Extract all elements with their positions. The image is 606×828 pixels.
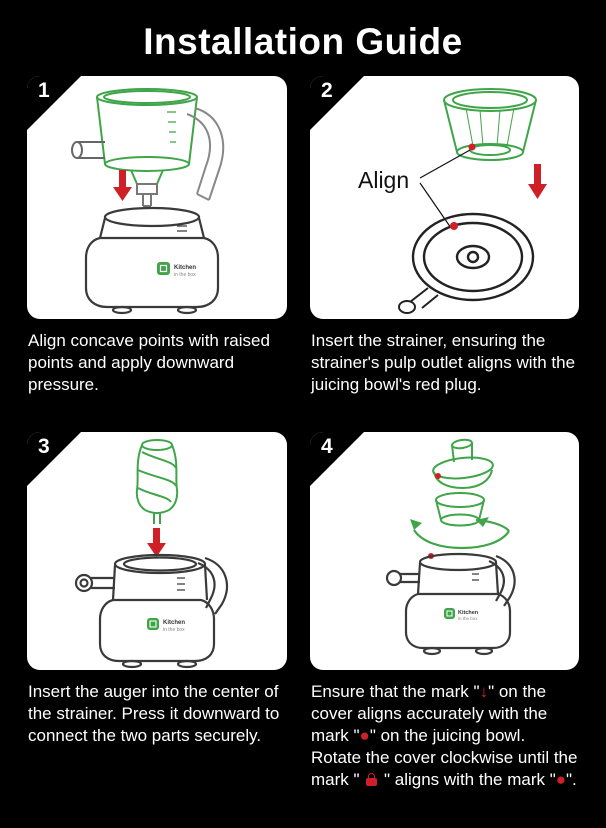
step-3-illustration: Kitchen in the box [74, 439, 229, 669]
juicer-base [98, 598, 216, 669]
step-1-illustration: Kitchen in the box [71, 88, 225, 315]
step-number-triangle [27, 432, 81, 486]
lock-icon [366, 772, 378, 786]
pulp-outlet-cap [74, 573, 115, 593]
pointer-lines [419, 149, 471, 229]
step-4: Kitchen in the box 4 Ensure that the mar… [310, 432, 579, 791]
bowl-red-plug [450, 222, 458, 230]
caption-segment: ● [359, 725, 370, 745]
step-1-number: 1 [38, 79, 50, 102]
step-4-number: 4 [321, 435, 333, 458]
juicer-body [84, 206, 220, 315]
page-title: Installation Guide [143, 21, 463, 62]
rotation-arrowhead-left [410, 519, 422, 530]
step-4-panel: Kitchen in the box 4 [310, 432, 579, 670]
caption-segment: " on the cover aligns accurately with th… [311, 682, 548, 745]
strainer-red-mark [468, 143, 476, 151]
cover-drawing [432, 438, 494, 490]
pulp-outlet-cap [385, 569, 420, 587]
step-3: Kitchen in the box 3 Insert the auger in… [27, 432, 287, 747]
hopper-spout [71, 141, 105, 159]
step-2-panel: Align 2 [310, 76, 579, 319]
step-number-triangle [310, 76, 364, 130]
juicer-base [404, 592, 512, 656]
brand-sub: in the box [458, 616, 478, 621]
brand-logo: Kitchen in the box [444, 608, 479, 621]
bowl-rim [111, 553, 209, 601]
down-arrow-icon [147, 528, 166, 557]
caption-segment: " aligns with the mark " [379, 769, 556, 789]
bowl-rim [416, 552, 500, 595]
step-2-number: 2 [321, 79, 333, 102]
hopper-drawing [96, 88, 198, 185]
brand-name: Kitchen [163, 620, 185, 626]
step-4-illustration: Kitchen in the box [385, 438, 516, 656]
step-1-panel: Kitchen in the box 1 [27, 76, 287, 319]
step-number-triangle [27, 76, 81, 130]
step-3-panel: Kitchen in the box 3 [27, 432, 287, 670]
rotation-arrowhead-right [476, 517, 489, 527]
step-1-caption: Align concave points with raised points … [28, 331, 270, 394]
down-arrow-icon [113, 170, 132, 201]
cover-red-mark [435, 473, 441, 479]
down-arrow-icon [528, 164, 547, 199]
caption-segment: ● [555, 769, 567, 789]
brand-name: Kitchen [174, 265, 196, 271]
juicing-bowl-drawing [398, 212, 535, 314]
caption-segment: ↓ [479, 682, 489, 701]
brand-sub: in the box [174, 272, 196, 278]
hopper-handle [186, 107, 225, 201]
brand-sub: in the box [163, 627, 185, 633]
step-number-triangle [310, 432, 364, 486]
step-1: Kitchen in the box 1 Align concave point… [27, 76, 287, 396]
step-2: Align 2 [310, 76, 579, 396]
step-3-number: 3 [38, 435, 50, 458]
bowl-handle [488, 554, 516, 607]
step-2-illustration: Align [358, 88, 547, 314]
align-label: Align [358, 167, 409, 193]
auger-drawing [135, 439, 179, 524]
step-3-caption: Insert the auger into the center of the … [28, 682, 280, 745]
strainer-drawing [443, 88, 537, 161]
step-4-caption: Ensure that the mark "↓" on the cover al… [311, 681, 579, 791]
step-2-caption: Insert the strainer, ensuring the strain… [311, 331, 576, 394]
caption-segment: Ensure that the mark " [311, 682, 480, 701]
measure-marks [167, 111, 176, 143]
caption-segment: " on the juicing bowl. Rotate the cover … [311, 725, 578, 789]
drive-shaft [136, 183, 158, 207]
brand-logo: Kitchen in the box [157, 262, 196, 278]
brand-name: Kitchen [458, 610, 479, 616]
caption-segment: ". [566, 769, 577, 789]
brand-logo: Kitchen in the box [147, 618, 185, 633]
rotation-arrows-icon [413, 518, 510, 550]
bowl-handle [197, 556, 229, 615]
